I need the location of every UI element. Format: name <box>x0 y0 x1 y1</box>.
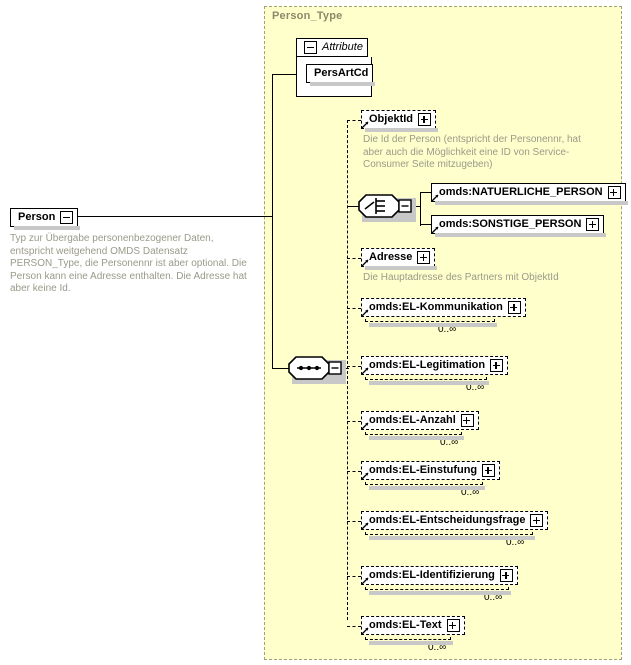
attribute-group-label: Attribute <box>322 41 363 53</box>
element-label-natuerliche-person: omds:NATUERLICHE_PERSON <box>439 186 603 198</box>
node-shadow <box>14 226 81 230</box>
occurrence-label-el-legitimation: 0..∞ <box>466 382 485 393</box>
element-node-el-anzahl[interactable]: omds:EL-Anzahl <box>361 411 479 430</box>
connector-branch-el-legitimation <box>347 366 361 367</box>
person-type-panel-title: Person_Type <box>272 10 343 22</box>
connector-trunk-vertical-lower <box>272 216 274 369</box>
sequence-compositor[interactable] <box>288 356 346 384</box>
expander-plus-icon-objektid[interactable] <box>418 113 432 126</box>
connector-branch-el-anzahl <box>347 421 361 422</box>
element-label-person: Person <box>18 211 56 223</box>
attribute-node-persartcd[interactable]: PersArtCd <box>306 64 376 86</box>
element-node-el-entscheidungsfrage[interactable]: omds:EL-Entscheidungsfrage <box>361 511 549 530</box>
expander-plus-icon-sonstige-person[interactable] <box>586 218 600 231</box>
element-label-el-kommunikation: omds:EL-Kommunikation <box>369 301 503 313</box>
expander-plus-icon-el-identifizierung[interactable] <box>499 569 513 582</box>
expander-plus-icon-el-anzahl[interactable] <box>460 414 474 427</box>
element-node-objektid[interactable]: ObjektId <box>361 110 439 132</box>
occurrence-label-el-einstufung: 0..∞ <box>461 487 480 498</box>
element-node-sonstige-person[interactable]: omds:SONSTIGE_PERSON <box>431 215 607 237</box>
element-label-adresse: Adresse <box>369 251 413 263</box>
element-label-el-entscheidungsfrage: omds:EL-Entscheidungsfrage <box>369 514 526 526</box>
attribute-label-persartcd: PersArtCd <box>314 67 369 79</box>
sequence-compositor-icon <box>288 356 342 380</box>
element-label-el-einstufung: omds:EL-Einstufung <box>369 464 478 476</box>
element-label-el-identifizierung: omds:EL-Identifizierung <box>369 569 495 581</box>
connector-choice-stem <box>411 206 421 208</box>
element-node-natuerliche-person[interactable]: omds:NATUERLICHE_PERSON <box>431 183 628 205</box>
person-type-panel <box>264 6 622 660</box>
occurrence-label-el-entscheidungsfrage: 0..∞ <box>506 537 525 548</box>
occurrence-label-el-kommunikation: 0..∞ <box>438 324 457 335</box>
connector-trunk-vertical <box>272 74 274 217</box>
expander-plus-icon-natuerliche-person[interactable] <box>607 186 621 199</box>
expander-minus-icon-attribute[interactable] <box>304 41 317 54</box>
expander-plus-icon-el-kommunikation[interactable] <box>507 301 521 314</box>
connector-branch-adresse <box>347 258 361 259</box>
expander-plus-icon-el-einstufung[interactable] <box>482 464 496 477</box>
connector-branch-el-einstufung <box>347 471 361 472</box>
element-label-objektid: ObjektId <box>369 113 414 125</box>
element-node-el-legitimation[interactable]: omds:EL-Legitimation <box>361 356 509 375</box>
element-node-el-kommunikation[interactable]: omds:EL-Kommunikation <box>361 298 526 317</box>
connector-person-to-type <box>72 216 272 218</box>
connector-branch-el-identifizierung <box>347 576 361 577</box>
occurrence-label-el-identifizierung: 0..∞ <box>484 592 503 603</box>
element-annotation-person: Typ zur Übergabe personenbezogener Daten… <box>10 233 247 294</box>
expander-plus-icon-adresse[interactable] <box>417 251 431 264</box>
node-shadow <box>365 266 438 270</box>
element-label-el-legitimation: omds:EL-Legitimation <box>369 359 486 371</box>
attribute-group-node[interactable]: Attribute <box>296 38 368 57</box>
element-node-el-identifizierung[interactable]: omds:EL-Identifizierung <box>361 566 518 585</box>
node-shadow <box>310 82 376 86</box>
node-shadow <box>435 201 628 205</box>
expander-minus-icon-person[interactable] <box>60 211 74 224</box>
element-node-person[interactable]: Person <box>10 208 81 230</box>
expander-plus-icon-el-text[interactable] <box>446 619 460 632</box>
choice-compositor[interactable] <box>358 194 416 222</box>
element-annotation-adresse: Die Hauptadresse des Partners mit Objekt… <box>363 272 559 283</box>
element-node-el-text[interactable]: omds:EL-Text <box>361 616 465 635</box>
expander-plus-icon-el-entscheidungsfrage[interactable] <box>530 514 544 527</box>
occurrence-label-el-anzahl: 0..∞ <box>440 437 459 448</box>
element-node-el-einstufung[interactable]: omds:EL-Einstufung <box>361 461 501 480</box>
element-node-adresse[interactable]: Adresse <box>361 248 438 270</box>
connector-choice-to-sonstige <box>420 224 432 226</box>
connector-branch-el-text <box>347 626 361 627</box>
connector-trunk-to-sequence <box>272 368 290 370</box>
expander-plus-icon-el-legitimation[interactable] <box>490 359 504 372</box>
node-shadow <box>435 233 607 237</box>
element-annotation-objektid: Die Id der Person (entspricht der Person… <box>363 134 581 170</box>
node-shadow <box>365 128 439 132</box>
connector-children-trunk <box>347 120 348 620</box>
element-label-el-anzahl: omds:EL-Anzahl <box>369 414 456 426</box>
choice-compositor-icon <box>358 194 412 218</box>
connector-branch-objektid <box>347 120 361 121</box>
element-label-el-text: omds:EL-Text <box>369 619 442 631</box>
connector-branch-el-kommunikation <box>347 308 361 309</box>
connector-branch-choice <box>347 206 359 208</box>
element-label-sonstige-person: omds:SONSTIGE_PERSON <box>439 218 582 230</box>
connector-choice-vertical <box>420 192 422 226</box>
connector-trunk-to-attribute <box>272 74 297 76</box>
connector-choice-to-natuerliche <box>420 192 432 194</box>
occurrence-label-el-text: 0..∞ <box>428 642 447 653</box>
connector-branch-el-entscheidungsfrage <box>347 521 361 522</box>
